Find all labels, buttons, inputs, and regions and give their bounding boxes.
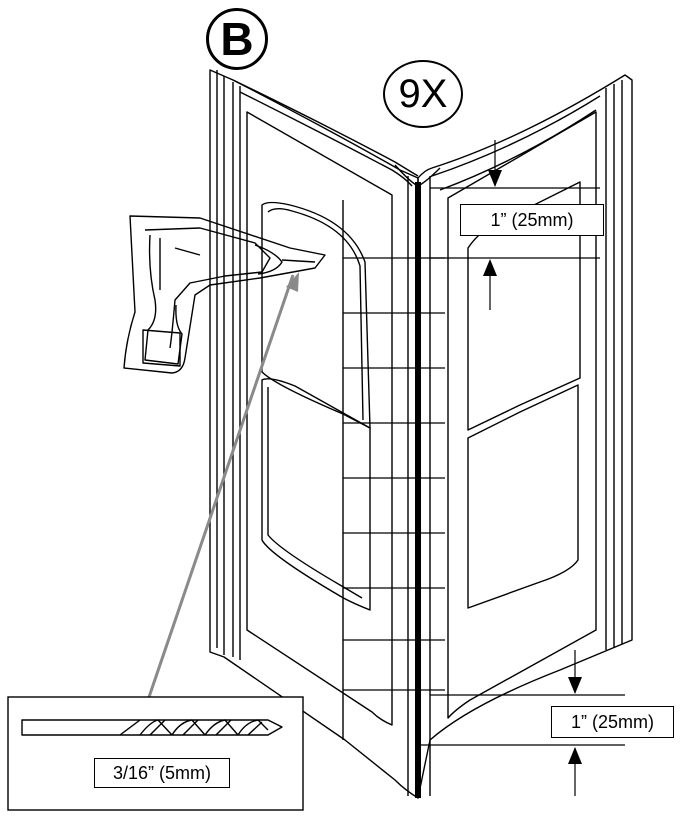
top-arrow-up-icon: [483, 259, 497, 276]
right-wall-panel: [417, 74, 633, 799]
top-dimension-label: 1” (25mm): [460, 204, 604, 236]
bottom-arrow-up-icon: [568, 747, 582, 764]
bottom-dimension-label: 1” (25mm): [551, 706, 674, 738]
step-letter: B: [220, 13, 254, 65]
quantity-label: 9X: [398, 72, 448, 116]
drill-icon: [123, 215, 326, 374]
left-wall-panel: [209, 69, 419, 799]
drill-bit-size-label: 3/16” (5mm): [94, 758, 230, 788]
top-arrow-down-icon: [488, 170, 502, 187]
hole-guide-lines: [343, 257, 445, 691]
drill-bit-callout: [7, 696, 304, 811]
quantity-badge: 9X: [383, 60, 463, 128]
drill-bit-icon: [21, 719, 283, 736]
step-letter-badge: B: [206, 8, 268, 70]
bottom-arrow-down-icon: [568, 677, 582, 694]
drill-bit-leader: [146, 272, 299, 701]
